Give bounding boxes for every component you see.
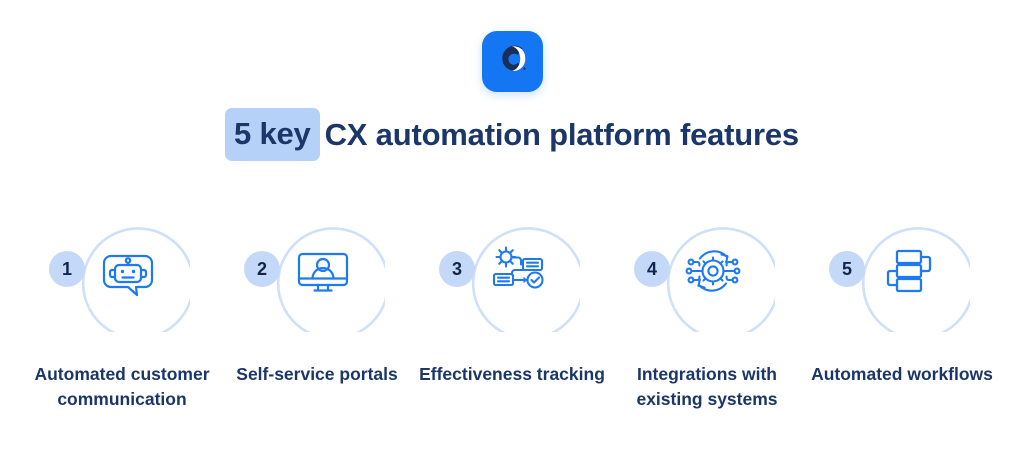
feature-number-badge: 5 <box>829 251 865 287</box>
feature-caption: Automated customer communication <box>34 364 210 409</box>
feature-caption: Self-service portals <box>236 364 398 384</box>
features-row: 1 Automated customer communication 2 Sel <box>0 200 1024 412</box>
workflow-flowchart-boxes-icon <box>879 242 937 300</box>
feature-number-badge: 4 <box>634 251 670 287</box>
feature-caption: Effectiveness tracking <box>419 364 605 384</box>
feature-caption: Automated workflows <box>811 364 993 384</box>
feature-item: 1 Automated customer communication <box>25 200 220 412</box>
monitor-user-portal-icon <box>294 242 352 300</box>
brand-logo-tile <box>481 31 543 92</box>
feature-number-badge: 3 <box>439 251 475 287</box>
commbox-c-logo-icon <box>492 39 532 84</box>
feature-caption: Integrations with existing systems <box>636 364 778 409</box>
feature-circle: 1 <box>47 200 197 348</box>
ring-outline <box>471 227 580 332</box>
ring-outline <box>666 227 775 332</box>
gear-sync-network-nodes-icon <box>684 242 742 300</box>
ring-outline <box>861 227 970 332</box>
feature-item: 2 Self-service portals <box>220 200 415 387</box>
brand-logo-container <box>0 31 1024 92</box>
feature-circle: 2 <box>242 200 392 348</box>
title-highlight: 5 key <box>225 108 320 161</box>
feature-item: 4 Integrations with existing systems <box>610 200 805 412</box>
feature-number-badge: 2 <box>244 251 280 287</box>
feature-item: 5 Automated workflows <box>805 200 1000 387</box>
feature-number-badge: 1 <box>49 251 85 287</box>
feature-circle: 4 <box>632 200 782 348</box>
chatbot-speech-bubble-icon <box>99 242 157 300</box>
feature-item: 3 Effectiveness tracking <box>415 200 610 387</box>
gear-documents-checkmark-icon <box>489 242 547 300</box>
ring-outline <box>81 227 190 332</box>
ring-outline <box>276 227 385 332</box>
feature-circle: 3 <box>437 200 587 348</box>
feature-circle: 5 <box>827 200 977 348</box>
page-title: 5 key CX automation platform features <box>0 108 1024 161</box>
title-rest: CX automation platform features <box>324 116 800 152</box>
